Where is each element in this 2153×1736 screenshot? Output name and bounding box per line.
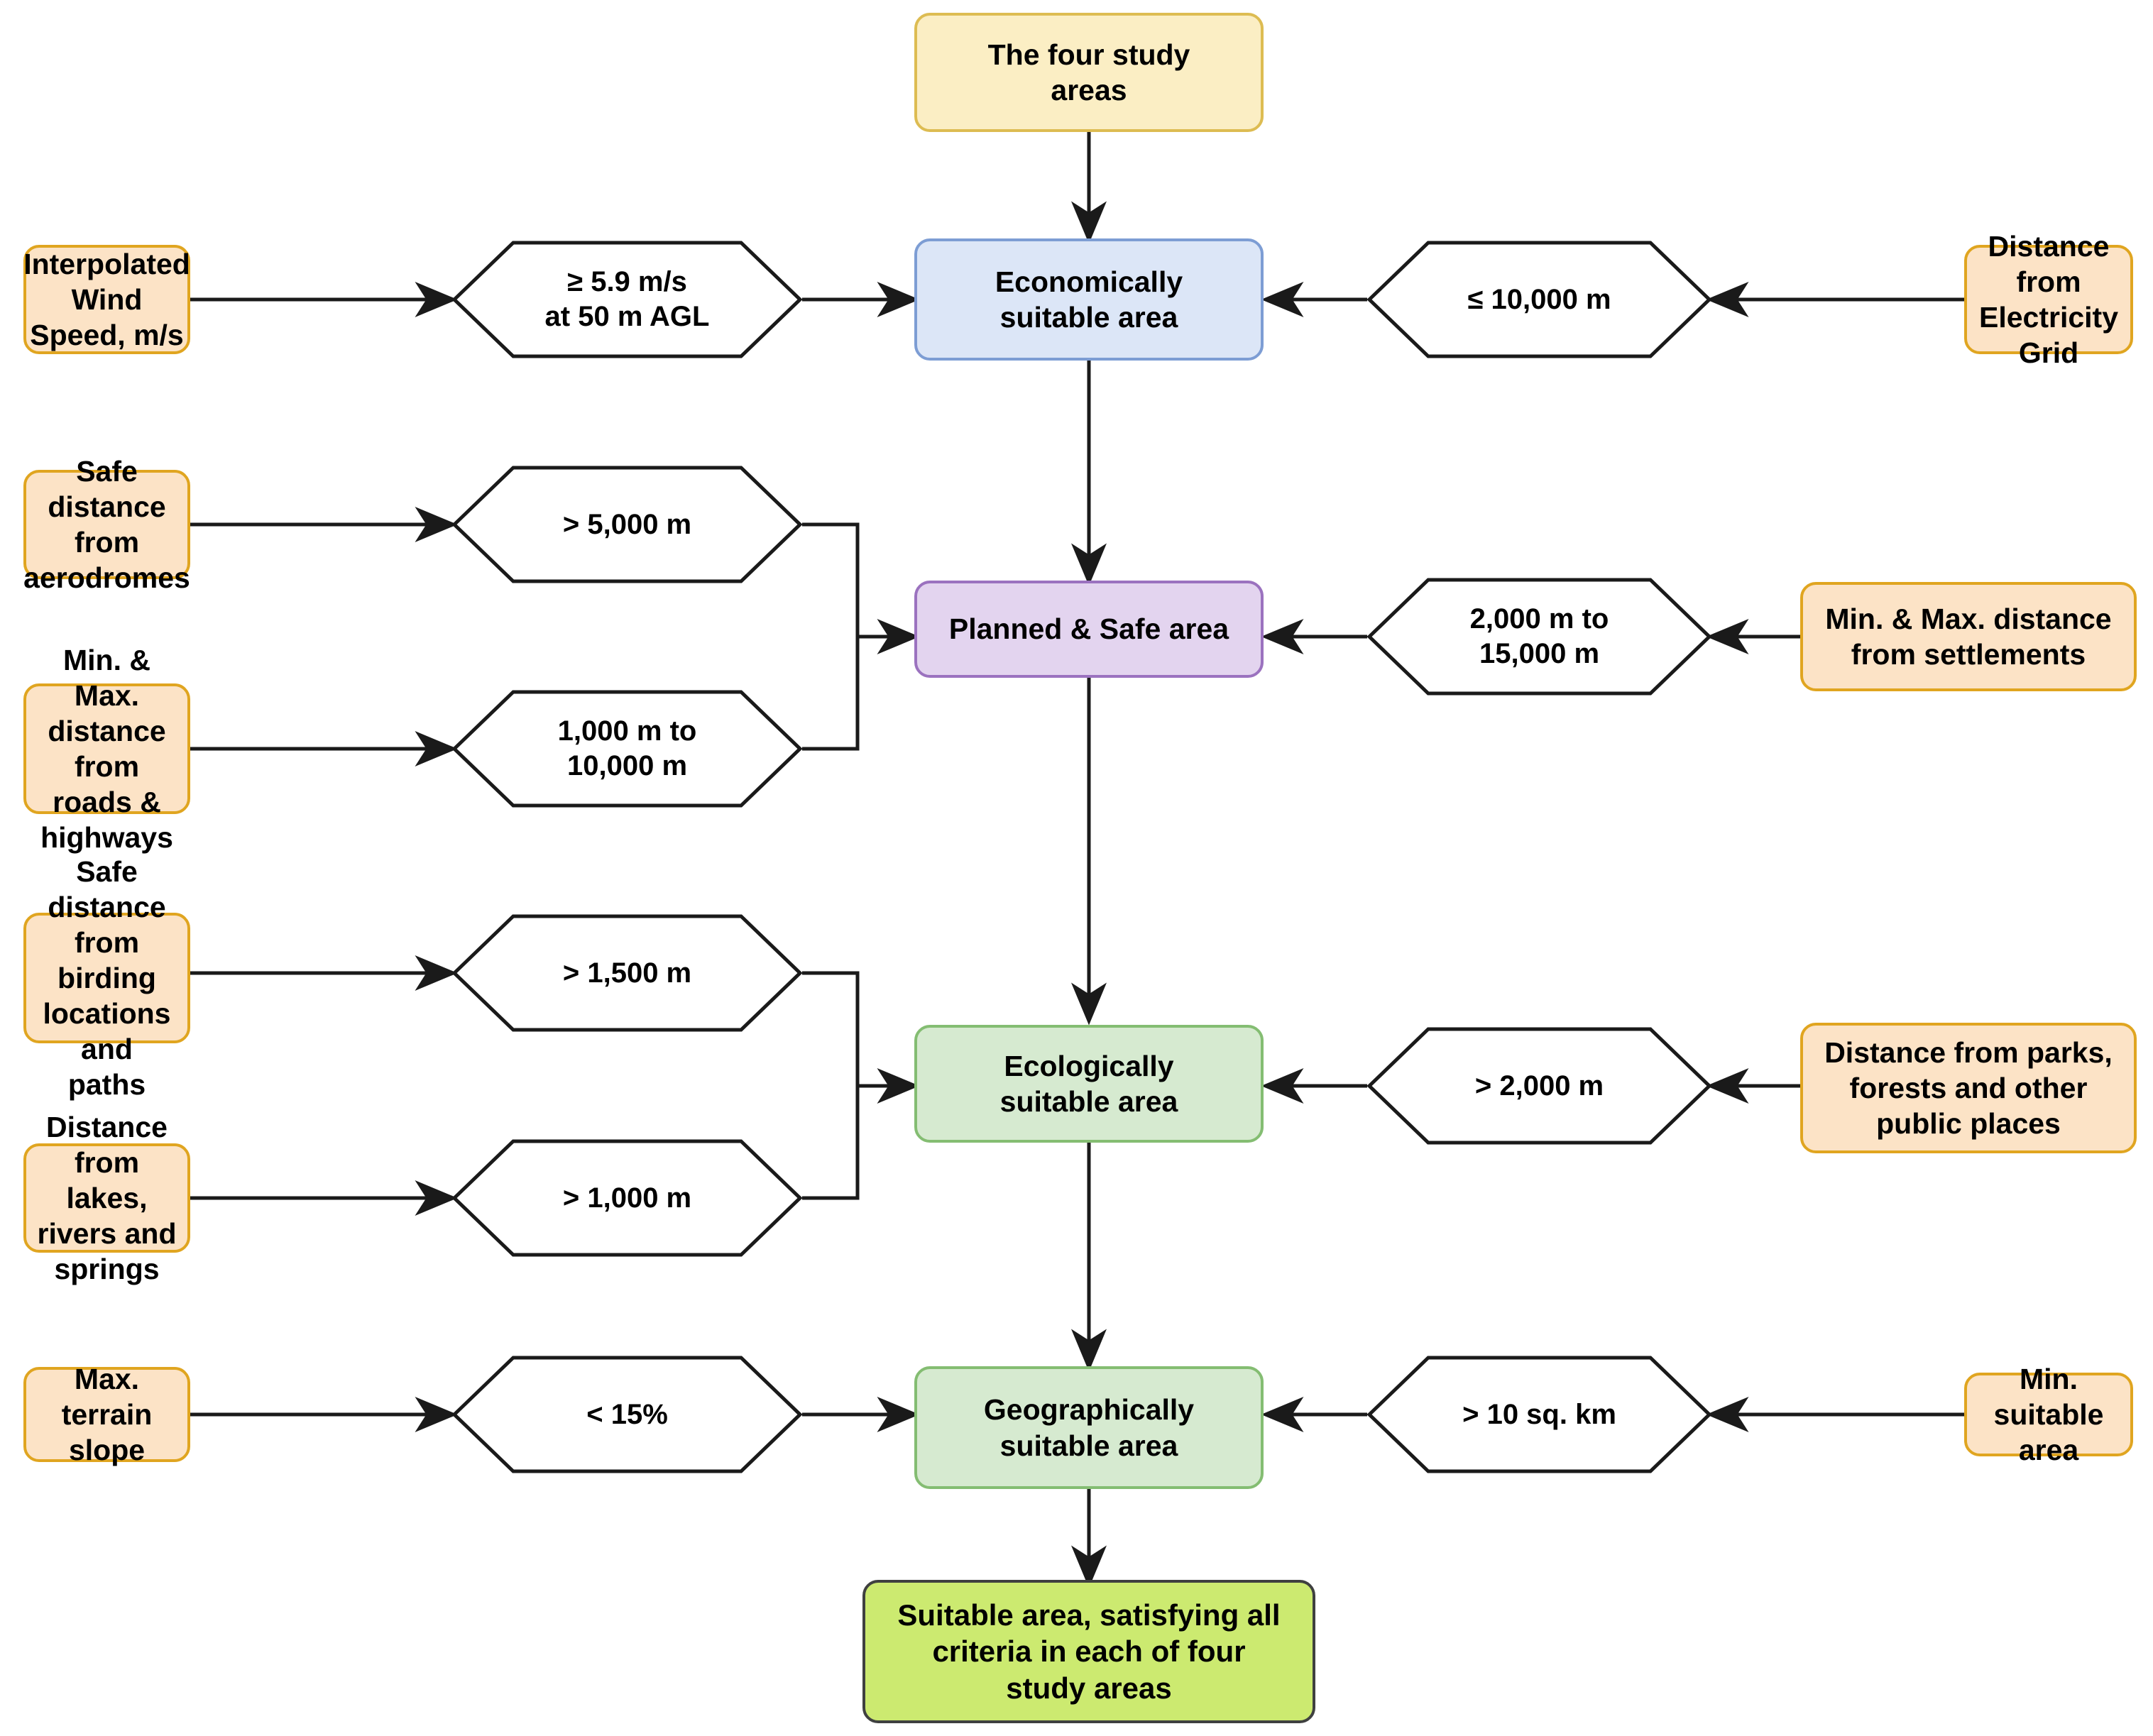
- merge-bracket-planned: [802, 522, 860, 751]
- condition-lakes-rivers-springs-label: > 1,000 m: [562, 1182, 692, 1214]
- condition-wind-speed-label: ≥ 5.9 m/s at 50 m AGL: [544, 266, 710, 332]
- condition-settlements[interactable]: 2,000 m to 15,000 m: [1367, 577, 1711, 696]
- condition-aerodromes-label: > 5,000 m: [562, 508, 692, 540]
- condition-parks-forests-label: > 2,000 m: [1474, 1070, 1604, 1102]
- condition-parks-forests[interactable]: > 2,000 m: [1367, 1026, 1711, 1146]
- source-distance-roads-highways[interactable]: Min. & Max. distance from roads & highwa…: [23, 644, 190, 854]
- source-distance-parks-forests-public-places[interactable]: Distance from parks, forests and other p…: [1800, 1023, 2137, 1153]
- condition-distance-electricity-grid[interactable]: ≤ 10,000 m: [1367, 240, 1711, 359]
- source-safe-distance-birding[interactable]: Safe distance from birding locations and…: [23, 855, 190, 1101]
- node-ecologically-suitable-area[interactable]: Ecologically suitable area: [914, 1025, 1264, 1143]
- merge-bracket-ecological: [802, 971, 860, 1200]
- source-distance-from-electricity-grid[interactable]: Distance from Electricity Grid: [1964, 230, 2133, 369]
- condition-settlements-label: 2,000 m to 15,000 m: [1469, 603, 1609, 669]
- condition-roads-highways-label: 1,000 m to 10,000 m: [557, 715, 697, 781]
- node-geographically-suitable-area[interactable]: Geographically suitable area: [914, 1366, 1264, 1489]
- condition-lakes-rivers-springs[interactable]: > 1,000 m: [452, 1138, 802, 1258]
- condition-birding[interactable]: > 1,500 m: [452, 913, 802, 1033]
- source-safe-distance-aerodromes[interactable]: Safe distance from aerodromes: [23, 454, 190, 595]
- condition-roads-highways[interactable]: 1,000 m to 10,000 m: [452, 689, 802, 808]
- source-distance-lakes-rivers-springs[interactable]: Distance from lakes, rivers and springs: [23, 1111, 190, 1285]
- node-suitable-area-result[interactable]: Suitable area, satisfying all criteria i…: [862, 1580, 1315, 1723]
- condition-distance-electricity-grid-label: ≤ 10,000 m: [1467, 283, 1611, 315]
- node-planned-and-safe-area[interactable]: Planned & Safe area: [914, 581, 1264, 678]
- condition-terrain-slope-label: < 15%: [586, 1398, 668, 1430]
- source-interpolated-wind-speed[interactable]: Interpolated Wind Speed, m/s: [23, 245, 190, 354]
- condition-terrain-slope[interactable]: < 15%: [452, 1355, 802, 1474]
- condition-birding-label: > 1,500 m: [562, 957, 692, 989]
- condition-aerodromes[interactable]: > 5,000 m: [452, 465, 802, 584]
- condition-wind-speed[interactable]: ≥ 5.9 m/s at 50 m AGL: [452, 240, 802, 359]
- source-max-terrain-slope[interactable]: Max. terrain slope: [23, 1363, 190, 1466]
- node-the-four-study-areas[interactable]: The four study areas: [914, 13, 1264, 132]
- condition-min-suitable-area[interactable]: > 10 sq. km: [1367, 1355, 1711, 1474]
- condition-min-suitable-area-label: > 10 sq. km: [1462, 1398, 1616, 1430]
- node-economically-suitable-area[interactable]: Economically suitable area: [914, 238, 1264, 361]
- source-min-suitable-area[interactable]: Min. suitable area: [1964, 1363, 2133, 1466]
- source-distance-from-settlements[interactable]: Min. & Max. distance from settlements: [1800, 582, 2137, 691]
